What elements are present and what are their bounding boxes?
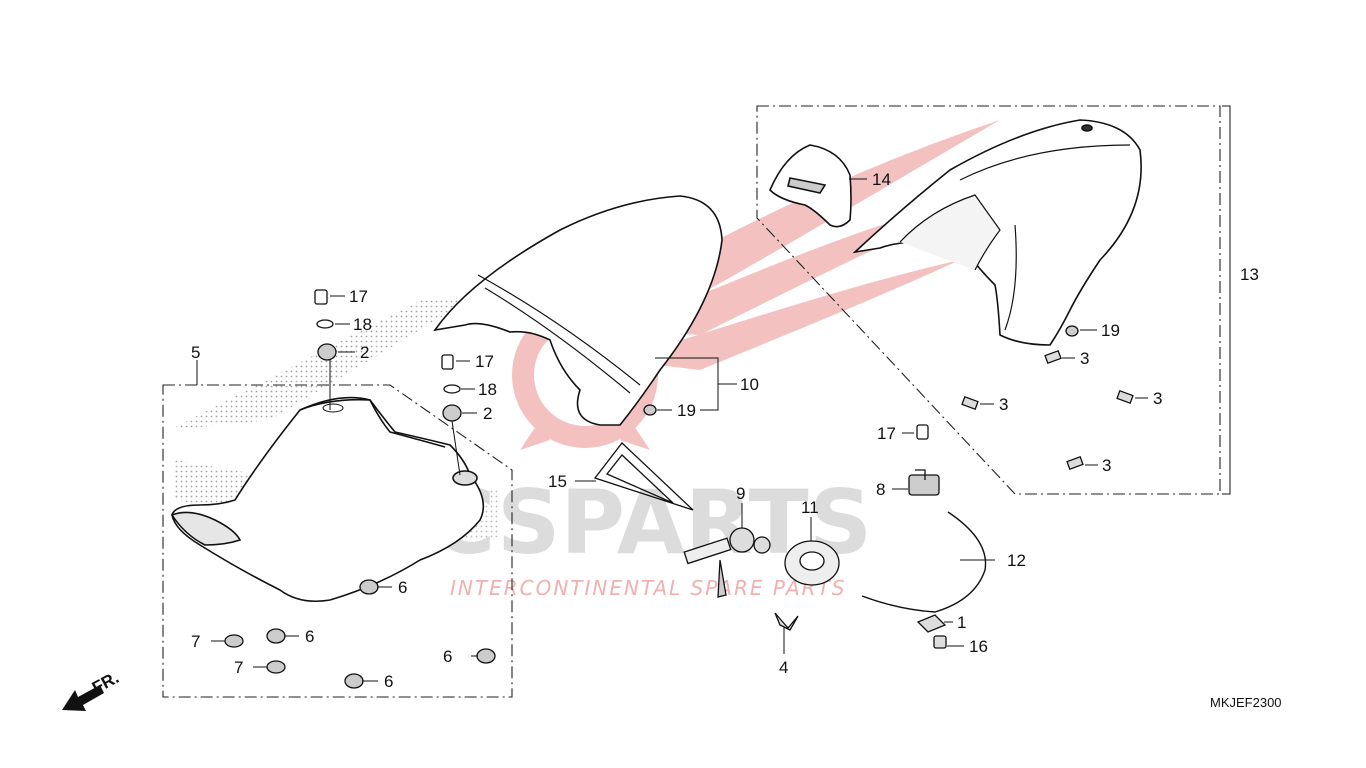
small-parts	[224, 289, 1134, 689]
bolt-17b	[441, 354, 454, 370]
callout-17a: 17	[349, 287, 368, 306]
callout-18b: 18	[478, 380, 497, 399]
rubber-7b	[266, 660, 286, 674]
callout-17c: 17	[877, 424, 896, 443]
callout-18a: 18	[353, 315, 372, 334]
callout-3d: 3	[1102, 456, 1111, 475]
bolt-17c	[916, 424, 929, 440]
callout-12: 12	[1007, 551, 1026, 570]
clip-19a	[643, 404, 657, 416]
callout-13: 13	[1240, 265, 1259, 284]
callout-16: 16	[969, 637, 988, 656]
bolt-17a	[314, 289, 328, 305]
callout-3a: 3	[1080, 349, 1089, 368]
callout-9: 9	[736, 484, 745, 503]
callout-10: 10	[740, 375, 759, 394]
rubber-6b	[266, 628, 286, 644]
pillion-seat	[433, 195, 723, 426]
cushion-3a	[1044, 350, 1062, 364]
cap-11	[784, 540, 840, 586]
front-direction-marker: FR.	[62, 668, 122, 711]
callouts: 17 18 2 5 17 18 2 19 10 14 13 19 3 3 3 3…	[191, 170, 1259, 691]
washer-18a	[316, 319, 334, 329]
rubber-6a	[359, 579, 379, 595]
stay-15	[593, 442, 694, 511]
cushion-3c	[1116, 390, 1134, 404]
callout-7a: 7	[191, 632, 200, 651]
seat-lock-8	[908, 469, 940, 496]
bolt-16	[933, 635, 947, 649]
diagram-code: MKJEF2300	[1210, 695, 1282, 710]
cable-12	[861, 511, 987, 613]
callout-15: 15	[548, 472, 567, 491]
callout-3c: 3	[1153, 389, 1162, 408]
callout-14: 14	[872, 170, 891, 189]
grommet-2a	[317, 343, 337, 361]
callout-8: 8	[876, 480, 885, 499]
group-box-5	[162, 384, 513, 698]
callout-6c: 6	[443, 647, 452, 666]
rubber-7a	[224, 634, 244, 648]
grommet-2b	[442, 404, 462, 422]
arrow-icon	[62, 685, 104, 711]
rear-cowl	[852, 119, 1142, 346]
tagline-watermark: INTERCONTINENTAL SPARE PARTS	[450, 576, 846, 600]
rubber-6d	[344, 673, 364, 689]
callout-6b: 6	[305, 627, 314, 646]
washer-18b	[443, 384, 461, 394]
callout-11: 11	[801, 498, 819, 517]
callout-4: 4	[779, 658, 788, 677]
callout-3b: 3	[999, 395, 1008, 414]
cushion-3b	[961, 396, 979, 410]
cushion-3d	[1066, 456, 1084, 470]
grab-cover	[769, 144, 852, 228]
callout-7b: 7	[234, 658, 243, 677]
clip-4	[774, 612, 799, 631]
clip-19b	[1065, 325, 1079, 337]
callout-19a: 19	[677, 401, 696, 420]
callout-5: 5	[191, 343, 200, 362]
callout-6d: 6	[384, 672, 393, 691]
group-box-13	[756, 105, 1221, 495]
bracket-1	[916, 614, 947, 633]
rubber-6c	[476, 648, 496, 664]
callout-2a: 2	[360, 343, 369, 362]
callout-17b: 17	[475, 352, 494, 371]
leader-lines	[196, 105, 1231, 682]
callout-19b: 19	[1101, 321, 1120, 340]
callout-6a: 6	[398, 578, 407, 597]
callout-1: 1	[957, 613, 966, 632]
callout-2b: 2	[483, 404, 492, 423]
key-cylinder-9	[683, 527, 771, 598]
